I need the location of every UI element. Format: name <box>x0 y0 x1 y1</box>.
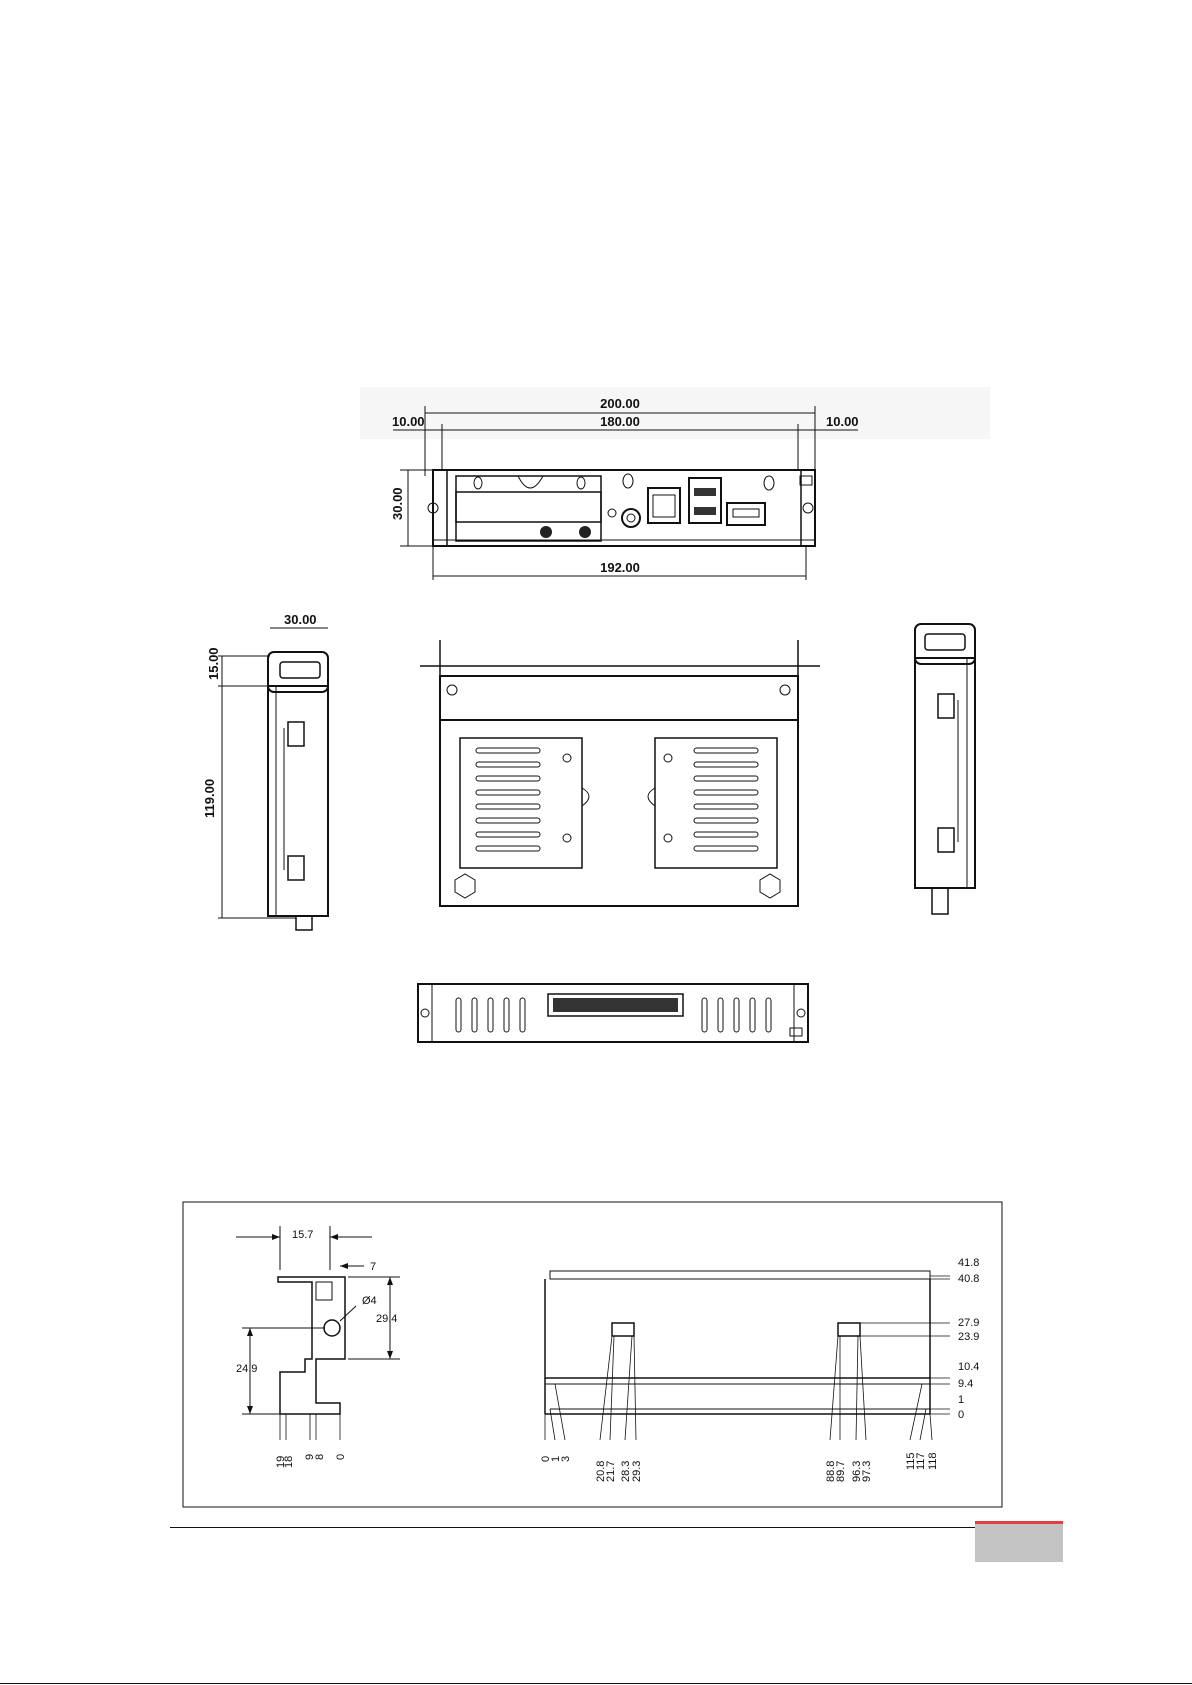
bracket-drawing-frame <box>183 1202 1002 1507</box>
tick-y-1: 1 <box>958 1394 964 1406</box>
right-side-view <box>915 624 975 914</box>
tick-y-10-4: 10.4 <box>958 1361 979 1373</box>
dim-side-depth: 30.00 <box>284 612 317 627</box>
left-side-view: 30.00 15.00 119.00 <box>202 612 328 930</box>
vent-panel-right <box>655 738 777 868</box>
bracket-side-profile: 15.7 7 Ø4 29.4 24.9 19 <box>236 1226 400 1468</box>
front-view: 200.00 180.00 10.00 10.00 <box>360 387 990 580</box>
tick-x-3: 3 <box>560 1456 572 1462</box>
tick-x-21-7: 21.7 <box>605 1461 617 1482</box>
dim-front-height: 30.00 <box>390 487 405 520</box>
tick-y-40-8: 40.8 <box>958 1273 979 1285</box>
dim-inner-width: 180.00 <box>600 414 640 429</box>
dim-bracket-15-7: 15.7 <box>292 1229 313 1241</box>
tick-x-117: 117 <box>915 1452 927 1470</box>
bottom-rule <box>0 1683 1192 1684</box>
tick-y-23-9: 23.9 <box>958 1331 979 1343</box>
dim-tab-height: 15.00 <box>206 647 221 680</box>
dim-left-flange: 10.00 <box>392 414 425 429</box>
dim-overall-width: 200.00 <box>600 396 640 411</box>
tick-x-118: 118 <box>927 1452 939 1470</box>
dim-bracket-29-4: 29.4 <box>376 1313 397 1325</box>
dim-bracket-24-9: 24.9 <box>236 1363 257 1375</box>
dim-side-length: 119.00 <box>202 779 217 818</box>
tick-bracket-side-8: 8 <box>314 1454 326 1460</box>
tick-y-27-9: 27.9 <box>958 1317 979 1329</box>
vent-panel-left <box>460 738 582 868</box>
tick-bracket-side-0: 0 <box>335 1454 347 1460</box>
bottom-view <box>418 984 808 1042</box>
dim-base-width: 192.00 <box>600 560 640 575</box>
tick-bracket-side-18: 18 <box>283 1456 295 1468</box>
dim-bracket-7: 7 <box>370 1261 376 1273</box>
dim-right-flange: 10.00 <box>826 414 859 429</box>
tick-x-89-7: 89.7 <box>835 1461 847 1482</box>
bracket-front-profile: 41.8 40.8 27.9 23.9 10.4 9.4 1 0 0 1 3 <box>540 1257 979 1482</box>
tick-y-41-8: 41.8 <box>958 1257 979 1269</box>
tick-x-97-3: 97.3 <box>861 1461 873 1482</box>
usb-port-icon <box>689 478 721 523</box>
tick-y-0: 0 <box>958 1409 964 1421</box>
top-view <box>420 640 820 906</box>
vent-slots-right <box>694 748 758 851</box>
front-body <box>433 470 815 546</box>
vent-slots-left <box>476 748 540 851</box>
dim-hole-diameter: Ø4 <box>362 1295 377 1307</box>
page-tab <box>975 1524 1063 1562</box>
bracket-drawing: 15.7 7 Ø4 29.4 24.9 19 <box>183 1202 1002 1507</box>
footer-rule <box>170 1527 1063 1528</box>
tick-x-29-3: 29.3 <box>631 1461 643 1482</box>
tick-y-9-4: 9.4 <box>958 1378 973 1390</box>
